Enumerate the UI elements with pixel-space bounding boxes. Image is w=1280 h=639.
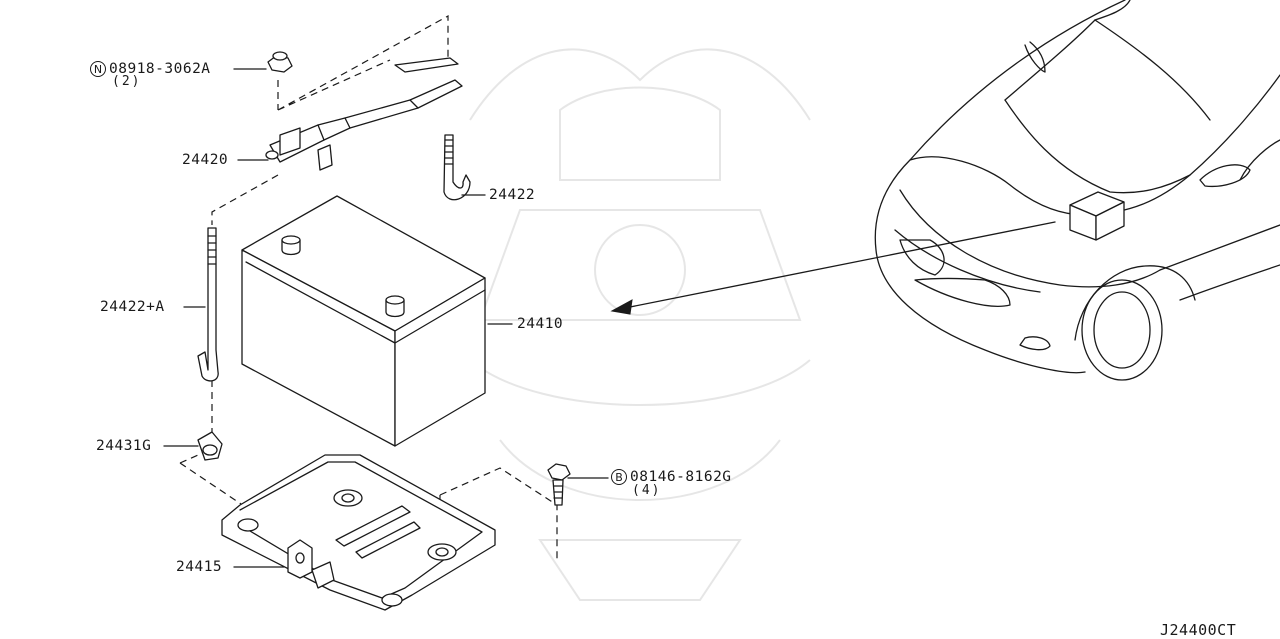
callout-bolt-qty: (4) [632,483,662,498]
vehicle-front-view [874,0,1280,381]
callout-bolt-part: 08146-8162G [630,469,732,485]
callout-bracket-part: 24420 [182,152,229,168]
clip [197,431,223,461]
watermark-emblem [469,48,811,601]
location-arrow [610,221,1056,315]
callout-nut-qty: (2) [112,74,142,89]
hex-bolt [547,463,571,506]
battery-terminal-negative [281,235,301,256]
hold-down-rod-right [443,134,471,201]
assembly-line-left [211,174,279,440]
callout-clip-part: 24431G [96,438,152,454]
battery-location-box [1069,191,1125,241]
callout-tray-part: 24415 [176,559,223,575]
assembly-line-tray [179,451,558,560]
battery-terminal-positive [385,295,405,318]
callout-nut-prefix: N [90,61,106,77]
hex-nut [267,51,293,73]
callout-nut-part: 08918-3062A [109,61,211,77]
hold-down-rod-left [197,227,219,382]
battery-tray [221,454,496,611]
callout-rod-right-part: 24422 [489,187,536,203]
figure-code: J24400CT [1160,621,1237,639]
assembly-line-top [277,14,449,111]
battery-bracket [265,57,463,171]
battery-illustration [241,195,486,447]
callout-rod-left-part: 24422+A [100,299,165,315]
callout-bolt-prefix: B [611,469,627,485]
callout-battery-part: 24410 [517,316,564,332]
